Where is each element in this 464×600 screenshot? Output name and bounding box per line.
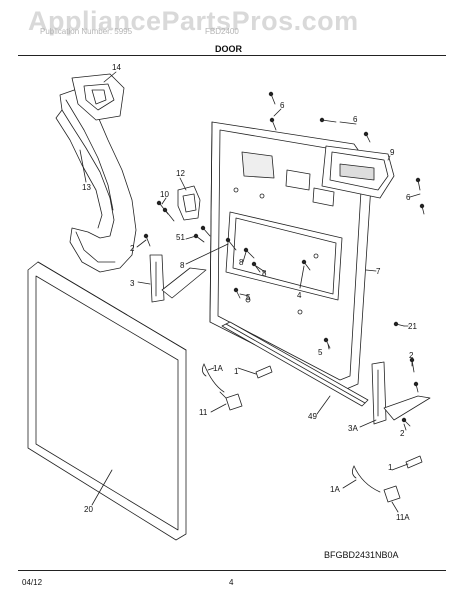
callout-8-left: 8: [180, 261, 185, 270]
model-code: BFGBD2431NB0A: [324, 550, 399, 560]
callout-1-right: 1: [388, 463, 393, 472]
callout-1A-right: 1A: [330, 485, 340, 494]
callout-13: 13: [82, 183, 91, 192]
bottom-door-strip: [221, 321, 369, 407]
callout-1-left: 1: [234, 367, 239, 376]
callout-11: 11: [199, 408, 208, 417]
right-hinge: [371, 357, 431, 427]
callout-12: 12: [176, 169, 185, 178]
callout-11A: 11A: [396, 513, 410, 522]
callout-5-upper: 5: [246, 293, 251, 302]
footer-date: 04/12: [22, 578, 43, 587]
callout-1A-left: 1A: [213, 364, 223, 373]
callout-6-top: 6: [280, 101, 285, 110]
vent-duct: [55, 87, 137, 273]
callout-9: 9: [390, 148, 395, 157]
watermark: AppliancePartsPros.com: [28, 6, 359, 36]
callout-2-lower: 2: [400, 429, 405, 438]
model-number-faint: FBD2400: [205, 27, 239, 36]
footer-page-number: 4: [229, 578, 234, 587]
callout-20: 20: [84, 505, 93, 514]
inner-door-liner: [209, 121, 373, 391]
publication-number: Publication Number: 5995: [40, 27, 133, 36]
callout-5-lower: 5: [318, 348, 323, 357]
section-title: DOOR: [215, 44, 242, 54]
leader-lines: [79, 71, 421, 513]
callout-14: 14: [112, 63, 121, 72]
callout-10: 10: [160, 190, 169, 199]
callout-21: 21: [408, 322, 417, 331]
right-door-switch: [352, 455, 423, 503]
left-door-switch: [202, 363, 273, 411]
left-hinge: [149, 254, 207, 303]
callout-49: 49: [308, 412, 317, 421]
screw: [268, 91, 425, 215]
callout-4: 4: [297, 291, 302, 300]
callout-6-right: 6: [406, 193, 411, 202]
latch-assembly: [177, 185, 201, 221]
screw: [143, 233, 151, 247]
callout-2-left: 2: [130, 244, 135, 253]
screw: [156, 200, 175, 222]
callout-3: 3: [130, 279, 135, 288]
callout-2-right: 2: [409, 351, 414, 360]
control-board: [321, 145, 395, 199]
callout-51: 51: [176, 233, 185, 242]
callout-6-mid: 6: [353, 115, 358, 124]
footer-rule: [18, 570, 446, 571]
callout-3A: 3A: [348, 424, 358, 433]
outer-door-panel: [27, 261, 187, 541]
vent-housing: [71, 73, 125, 121]
callout-7: 7: [376, 267, 381, 276]
callout-8-right: 8: [262, 269, 267, 278]
callout-labels: 14 13 12 10 51 2 8 8 8 3 6 6 6 9 7 4 5 5…: [82, 63, 417, 522]
header-rule: [18, 55, 446, 56]
callout-8-middle: 8: [239, 258, 244, 267]
